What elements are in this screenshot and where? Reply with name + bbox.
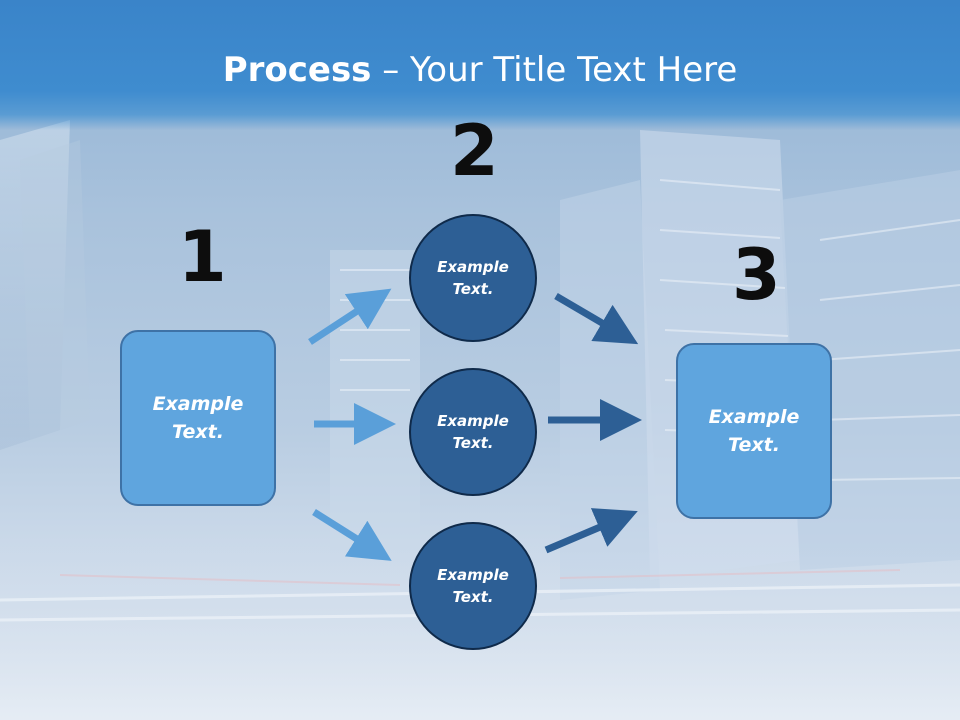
arrow-left-to-bottom [312, 509, 392, 561]
right-process-box[interactable]: Example Text. [676, 343, 832, 519]
circle-bottom-text: Example Text. [437, 565, 509, 607]
left-process-box[interactable]: Example Text. [120, 330, 276, 506]
circle-bottom[interactable]: Example Text. [409, 522, 537, 650]
step-number-2: 2 [450, 110, 499, 192]
title-bold-part: Process [222, 50, 372, 90]
title-bar [0, 0, 960, 130]
slide-title[interactable]: Process – Your Title Text Here [0, 50, 960, 90]
title-rest-part: – Your Title Text Here [371, 50, 738, 90]
circle-top[interactable]: Example Text. [409, 214, 537, 342]
left-box-text: Example Text. [152, 392, 244, 444]
circle-middle[interactable]: Example Text. [409, 368, 537, 496]
arrow-left-to-top [308, 288, 392, 345]
circle-top-text: Example Text. [437, 257, 509, 299]
right-box-text: Example Text. [708, 405, 800, 457]
step-number-1: 1 [178, 216, 227, 298]
arrow-bottom-to-right [544, 508, 638, 554]
circle-middle-text: Example Text. [437, 411, 509, 453]
arrow-top-to-right [554, 292, 639, 345]
step-number-3: 3 [732, 234, 781, 316]
